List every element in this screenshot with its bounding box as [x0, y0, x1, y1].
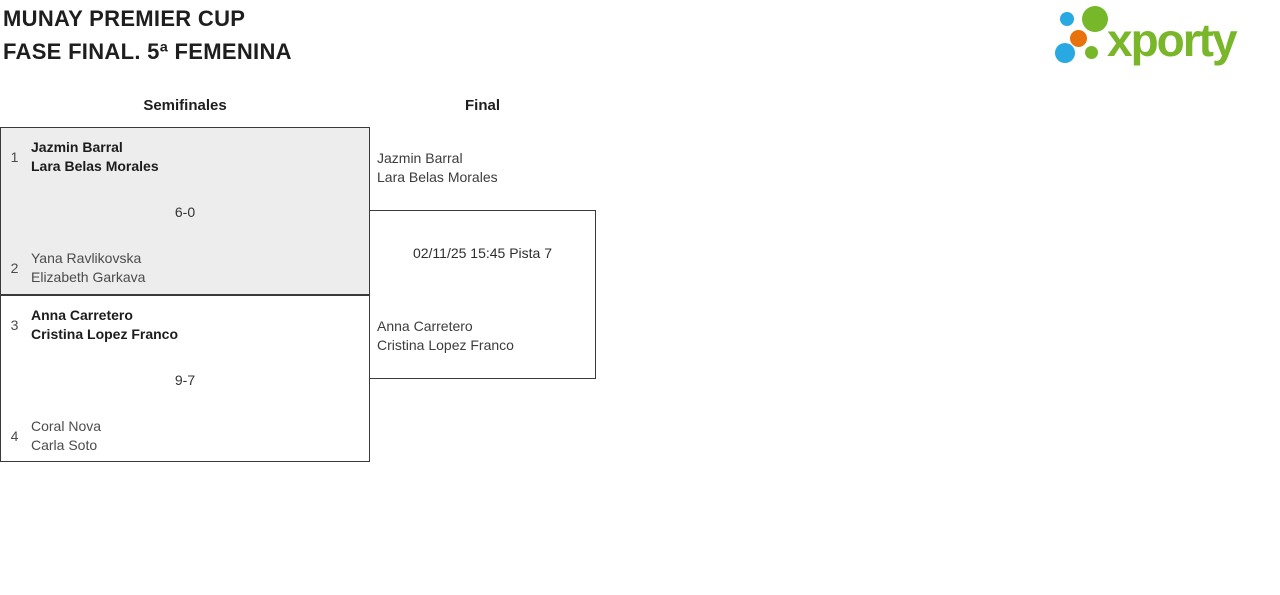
logo-dot-icon — [1060, 12, 1074, 26]
player-name: Anna Carretero — [31, 307, 133, 323]
team-players: Jazmin Barral Lara Belas Morales — [31, 138, 159, 176]
logo-dot-icon — [1082, 6, 1108, 32]
player-name: Yana Ravlikovska — [31, 250, 142, 266]
seed-number: 1 — [10, 149, 19, 165]
page-title: MUNAY PREMIER CUP FASE FINAL. 5ª FEMENIN… — [3, 2, 292, 68]
player-name: Jazmin Barral — [377, 150, 463, 166]
logo-dot-icon — [1070, 30, 1087, 47]
player-name: Elizabeth Garkava — [31, 269, 146, 285]
round-header-final: Final — [464, 97, 500, 114]
team-slot: 1 Jazmin Barral Lara Belas Morales — [8, 138, 361, 176]
team-slot: 2 Yana Ravlikovska Elizabeth Garkava — [8, 249, 361, 287]
team-players: Yana Ravlikovska Elizabeth Garkava — [31, 249, 145, 287]
xporty-logo[interactable]: xporty — [1048, 0, 1280, 70]
tournament-name: MUNAY PREMIER CUP — [3, 6, 246, 31]
player-name: Cristina Lopez Franco — [31, 326, 179, 342]
seed-number: 3 — [10, 317, 19, 333]
team-slot: 3 Anna Carretero Cristina Lopez Franco — [8, 306, 361, 344]
seed-number: 4 — [10, 428, 19, 444]
round-header-semifinals: Semifinales — [143, 97, 227, 114]
team-players: Anna Carretero Cristina Lopez Franco — [31, 306, 178, 344]
seed-number: 2 — [10, 260, 19, 276]
final-team-2: Anna Carretero Cristina Lopez Franco — [377, 317, 514, 355]
player-name: Coral Nova — [31, 418, 102, 434]
final-schedule: 02/11/25 15:45 Pista 7 — [412, 245, 553, 261]
team-players: Coral Nova Carla Soto — [31, 417, 101, 455]
player-name: Lara Belas Morales — [31, 158, 159, 174]
player-name: Lara Belas Morales — [377, 169, 498, 185]
player-name: Cristina Lopez Franco — [377, 337, 514, 353]
player-name: Carla Soto — [31, 437, 98, 453]
logo-dot-icon — [1055, 43, 1075, 63]
final-team-1: Jazmin Barral Lara Belas Morales — [377, 149, 498, 187]
semifinal-match-2[interactable]: 3 Anna Carretero Cristina Lopez Franco 9… — [0, 295, 370, 462]
final-match[interactable]: 02/11/25 15:45 Pista 7 — [369, 210, 596, 379]
team-slot: 4 Coral Nova Carla Soto — [8, 417, 361, 455]
semifinal-match-1[interactable]: 1 Jazmin Barral Lara Belas Morales 6-0 2… — [0, 127, 370, 295]
player-name: Jazmin Barral — [31, 139, 123, 155]
logo-wordmark: xporty — [1107, 14, 1238, 66]
match-score: 9-7 — [174, 372, 196, 388]
phase-category-name: FASE FINAL. 5ª FEMENINA — [3, 39, 292, 64]
match-score: 6-0 — [174, 204, 196, 220]
player-name: Anna Carretero — [377, 318, 473, 334]
logo-dot-icon — [1085, 46, 1098, 59]
